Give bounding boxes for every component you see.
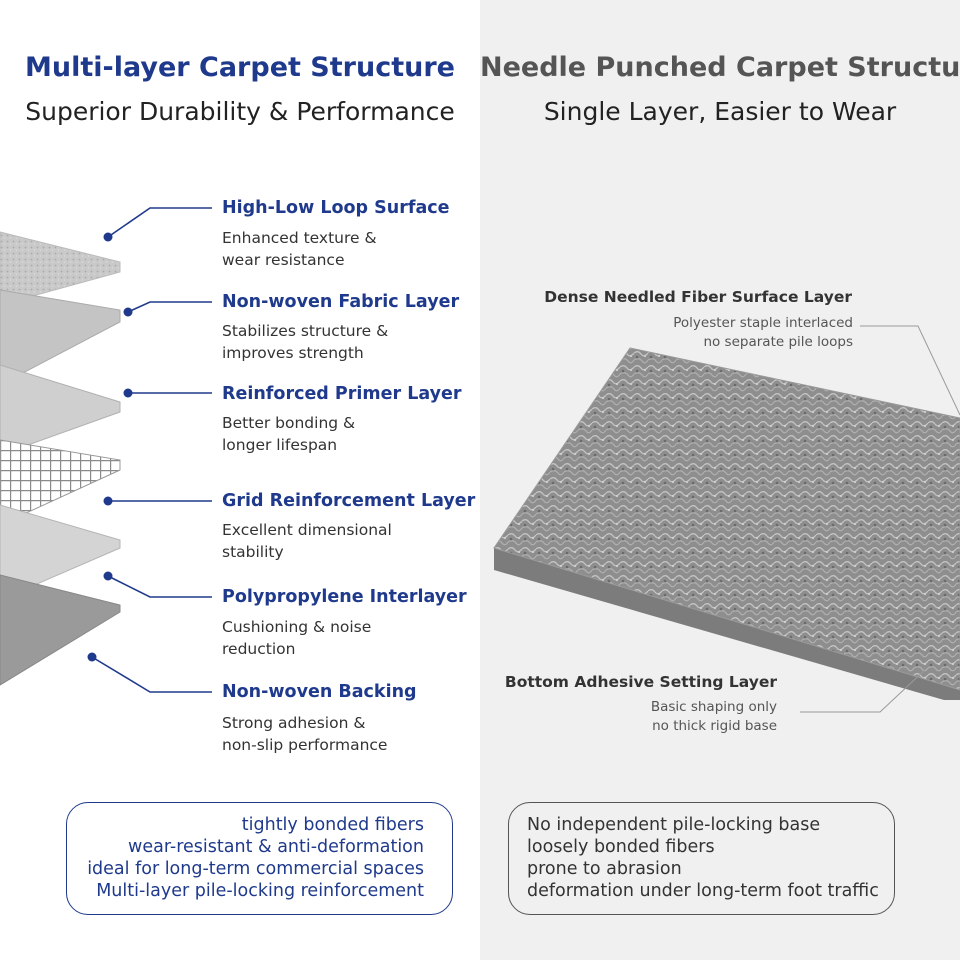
polypropylene-layer — [0, 504, 121, 601]
bottom-layer-title: Bottom Adhesive Setting Layer — [504, 673, 777, 691]
left-summary-line: tightly bonded fibers — [241, 815, 424, 835]
marker-dot — [103, 232, 113, 242]
layer-1-name: High-Low Loop Surface — [222, 198, 450, 218]
right-title: Needle Punched Carpet Structure — [480, 52, 960, 83]
left-summary-line: Multi-layer pile-locking reinforcement — [96, 881, 424, 901]
backing-layer — [0, 574, 121, 686]
surface-layer-title: Dense Needled Fiber Surface Layer — [544, 288, 852, 306]
needle-punched-illustration — [493, 325, 960, 713]
layer-stack-illustration — [0, 207, 212, 693]
right-summary-line: prone to abrasion — [527, 859, 682, 879]
mat-edge — [494, 548, 960, 700]
left-summary-line: wear-resistant & anti-deformation — [128, 837, 424, 857]
grid-layer — [0, 439, 121, 526]
mat-surface — [493, 347, 960, 691]
primer-layer — [0, 364, 121, 456]
right-summary-line: loosely bonded fibers — [527, 837, 715, 857]
left-summary-line: ideal for long-term commercial spaces — [87, 859, 424, 879]
layer-4-name: Grid Reinforcement Layer — [222, 491, 476, 511]
marker-dot — [103, 571, 113, 581]
layer-2-name: Non-woven Fabric Layer — [222, 292, 460, 312]
layer-6-name: Non-woven Backing — [222, 682, 417, 702]
marker-dot — [123, 388, 133, 398]
right-summary-line: deformation under long-term foot traffic — [527, 881, 879, 901]
right-summary-box: No independent pile-locking base loosely… — [508, 802, 895, 915]
marker-dot — [123, 307, 133, 317]
nonwoven-fabric-layer — [0, 289, 121, 386]
loop-surface-layer — [0, 231, 121, 306]
left-title: Multi-layer Carpet Structure — [25, 52, 455, 83]
marker-dot — [87, 652, 97, 662]
layer-1-desc: Enhanced texture &wear resistance — [222, 229, 377, 269]
marker-dot — [103, 496, 113, 506]
layer-3-desc: Better bonding &longer lifespan — [222, 414, 356, 454]
layer-2-desc: Stabilizes structure &improves strength — [222, 322, 389, 362]
layer-3-name: Reinforced Primer Layer — [222, 384, 462, 404]
right-summary-line: No independent pile-locking base — [527, 815, 821, 835]
layer-6-desc: Strong adhesion &non-slip performance — [222, 714, 388, 754]
right-subtitle: Single Layer, Easier to Wear — [543, 97, 897, 126]
left-summary-box: tightly bonded fibers wear-resistant & a… — [66, 802, 453, 915]
left-subtitle: Superior Durability & Performance — [25, 97, 455, 126]
layer-5-name: Polypropylene Interlayer — [222, 587, 467, 607]
